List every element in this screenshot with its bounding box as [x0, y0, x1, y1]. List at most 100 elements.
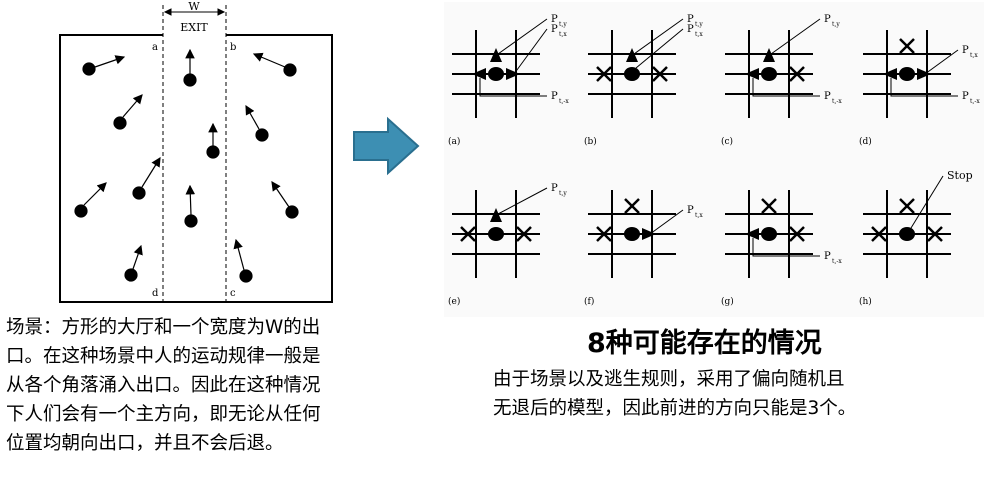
probability-subscript: t,x — [559, 31, 567, 38]
callout-line — [635, 28, 684, 69]
move-arrow — [745, 68, 759, 80]
cases-heading: 8种可能存在的情况 — [587, 328, 822, 359]
case-label: (f) — [584, 296, 594, 307]
room-walls — [59, 34, 333, 303]
pedestrian — [183, 48, 197, 87]
probability-subscript: t,-x — [832, 98, 842, 105]
corner-label-c: c — [230, 288, 236, 299]
probability-subscript: t,x — [970, 52, 978, 59]
move-arrow — [490, 48, 502, 62]
pedestrian — [124, 244, 143, 282]
case-label: (h) — [859, 296, 872, 307]
probability-subscript: t,y — [695, 21, 703, 28]
probability-label: P — [687, 14, 694, 25]
scene-description-line: 口。在这种场景中人的运动规律一般是 — [6, 346, 321, 367]
stop-label: Stop — [947, 169, 973, 182]
blocked-cross — [516, 226, 532, 242]
probability-label: P — [551, 14, 558, 25]
case-label: (d) — [859, 136, 872, 147]
callout-line — [513, 28, 548, 75]
pedestrian — [245, 104, 269, 142]
probability-label: P — [551, 24, 558, 35]
blocked-cross — [652, 66, 668, 82]
probability-subscript: t,-x — [970, 98, 980, 105]
callout-line — [649, 209, 684, 235]
probability-subscript: t,x — [695, 212, 703, 219]
case-h: Stop (h) — [859, 169, 973, 307]
model-description: 由于场景以及逃生规则，采用了偏向随机且 无退后的模型，因此前进的方向只能是3个。 — [493, 365, 963, 423]
blocked-cross — [596, 66, 612, 82]
probability-label: P — [551, 91, 558, 102]
corner-label-a: a — [152, 42, 158, 53]
callout-line — [752, 78, 820, 97]
width-label: W — [188, 0, 200, 13]
agent-dot — [488, 227, 504, 241]
pedestrians — [74, 48, 299, 283]
pedestrian — [74, 182, 107, 218]
agent-dot — [761, 227, 777, 241]
probability-label: P — [687, 24, 694, 35]
pedestrian — [271, 181, 299, 219]
callout-line — [770, 18, 821, 55]
model-description-line: 由于场景以及逃生规则，采用了偏向随机且 — [493, 369, 845, 390]
probability-subscript: t,y — [559, 21, 567, 28]
scene-description-line: 场景：方形的大厅和一个宽度为W的出 — [6, 317, 321, 338]
probability-label: P — [824, 91, 831, 102]
move-arrow — [642, 228, 656, 240]
pedestrian — [252, 52, 297, 77]
scene-description: 场景：方形的大厅和一个宽度为W的出 口。在这种场景中人的运动规律一般是 从各个角… — [6, 313, 401, 458]
blocked-cross — [927, 226, 943, 242]
case-label: (b) — [584, 136, 597, 147]
callout-line — [497, 18, 548, 55]
agent-dot — [899, 67, 915, 81]
callout-line — [497, 187, 548, 215]
probability-label: P — [824, 14, 831, 25]
move-arrow — [763, 48, 775, 62]
blocked-cross — [596, 226, 612, 242]
probability-label: P — [551, 183, 558, 194]
blocked-cross — [871, 226, 887, 242]
move-arrow — [472, 68, 486, 80]
blocked-cross — [460, 226, 476, 242]
move-arrow — [626, 48, 638, 62]
agent-dot — [624, 67, 640, 81]
move-arrow — [883, 68, 897, 80]
callout-line — [910, 175, 944, 229]
room-diagram: W EXIT a b d c — [59, 0, 333, 303]
probability-label: P — [962, 91, 969, 102]
agent-dot — [624, 227, 640, 241]
corner-label-b: b — [230, 42, 236, 53]
model-description-line: 无退后的模型，因此前进的方向只能是3个。 — [493, 398, 857, 419]
pedestrian — [82, 55, 126, 76]
probability-label: P — [824, 251, 831, 262]
callout-line — [752, 238, 820, 257]
probability-subscript: t,y — [832, 21, 840, 28]
blocked-cross — [761, 198, 777, 214]
pedestrian — [233, 238, 253, 283]
probability-subscript: t,-x — [832, 258, 842, 265]
pedestrian — [206, 122, 220, 159]
blocked-cross — [624, 198, 640, 214]
callout-line — [890, 78, 958, 97]
agent-dot — [761, 67, 777, 81]
pedestrian — [132, 156, 161, 200]
blocked-cross — [789, 66, 805, 82]
callout-line — [924, 49, 959, 75]
case-label: (a) — [448, 136, 460, 147]
case-label: (c) — [721, 136, 733, 147]
callout-line — [633, 18, 684, 55]
blocked-cross — [899, 38, 915, 54]
probability-subscript: t,x — [695, 31, 703, 38]
move-arrow — [506, 68, 520, 80]
probability-subscript: t,-x — [559, 98, 569, 105]
blocked-cross — [899, 198, 915, 214]
corner-label-d: d — [152, 288, 159, 299]
